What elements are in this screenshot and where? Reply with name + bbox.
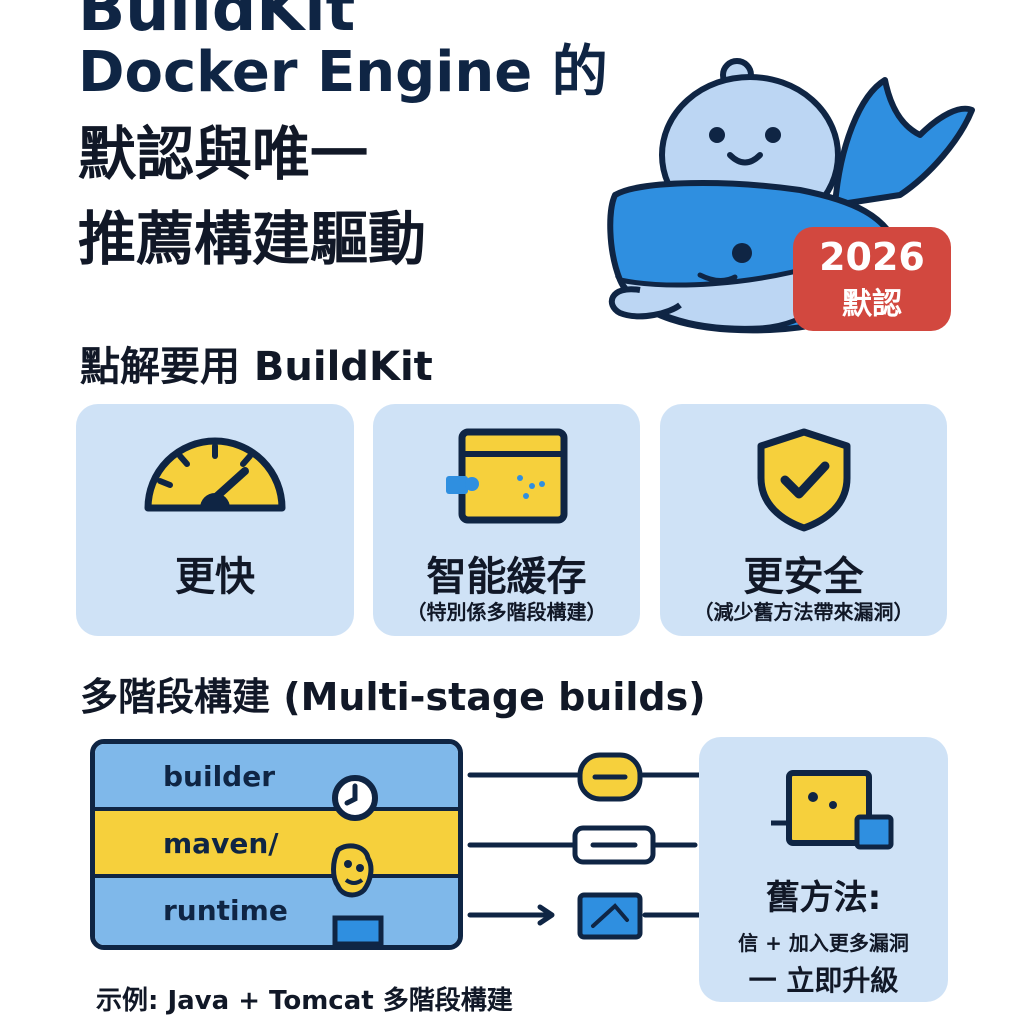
old-method-action: 一 立即升級 [748,964,899,997]
container-mascot-icon [771,770,894,850]
title-line-docker-engine: Docker Engine 的 [78,40,608,105]
stage-label: builder [163,760,276,793]
build-stage-stack: builder maven/ runtime [90,739,463,950]
title-line-driver: 推薦構建驅動 [78,205,427,273]
badge-label: 默認 [842,287,902,322]
old-method-title: 舊方法: [765,878,882,918]
badge-year: 2026 [819,235,925,279]
stage-layer-builder: builder [95,744,458,811]
old-method-note: 信 + 加入更多漏洞 [738,931,909,955]
default-year-badge: 2026 默認 [793,227,951,331]
benefit-subtitle: （減少舊方法帶來漏洞） [693,600,914,624]
multistage-heading: 多階段構建 (Multi-stage builds) [80,675,706,719]
container-box-icon [332,915,384,945]
benefit-card-smart-cache: 智能緩存 （特別係多階段構建） [373,404,640,636]
why-buildkit-heading: 點解要用 BuildKit [80,344,433,390]
stage-label: runtime [163,894,288,927]
old-method-panel: 舊方法: 信 + 加入更多漏洞 一 立即升級 [699,737,948,1002]
benefit-card-faster: 更快 [76,404,354,636]
shield-check-icon [757,428,850,532]
stage-label: maven/ [163,827,279,860]
title-line-buildkit: BuildKit [78,0,356,45]
benefit-title: 更安全 [743,554,864,600]
benefit-title: 智能緩存 [426,554,587,600]
clock-icon [332,775,378,821]
benefit-title: 更快 [175,554,255,600]
speedometer-icon [144,437,286,512]
cache-window-icon [445,428,567,524]
example-caption: 示例: Java + Tomcat 多階段構建 [96,986,513,1016]
title-line-default: 默認與唯一 [78,120,369,188]
duke-mascot-icon [331,843,374,898]
benefit-card-more-secure: 更安全 （減少舊方法帶來漏洞） [660,404,947,636]
benefit-subtitle: （特別係多階段構建） [406,600,607,624]
stage-layer-maven: maven/ [95,811,458,878]
stage-layer-runtime: runtime [95,878,458,945]
